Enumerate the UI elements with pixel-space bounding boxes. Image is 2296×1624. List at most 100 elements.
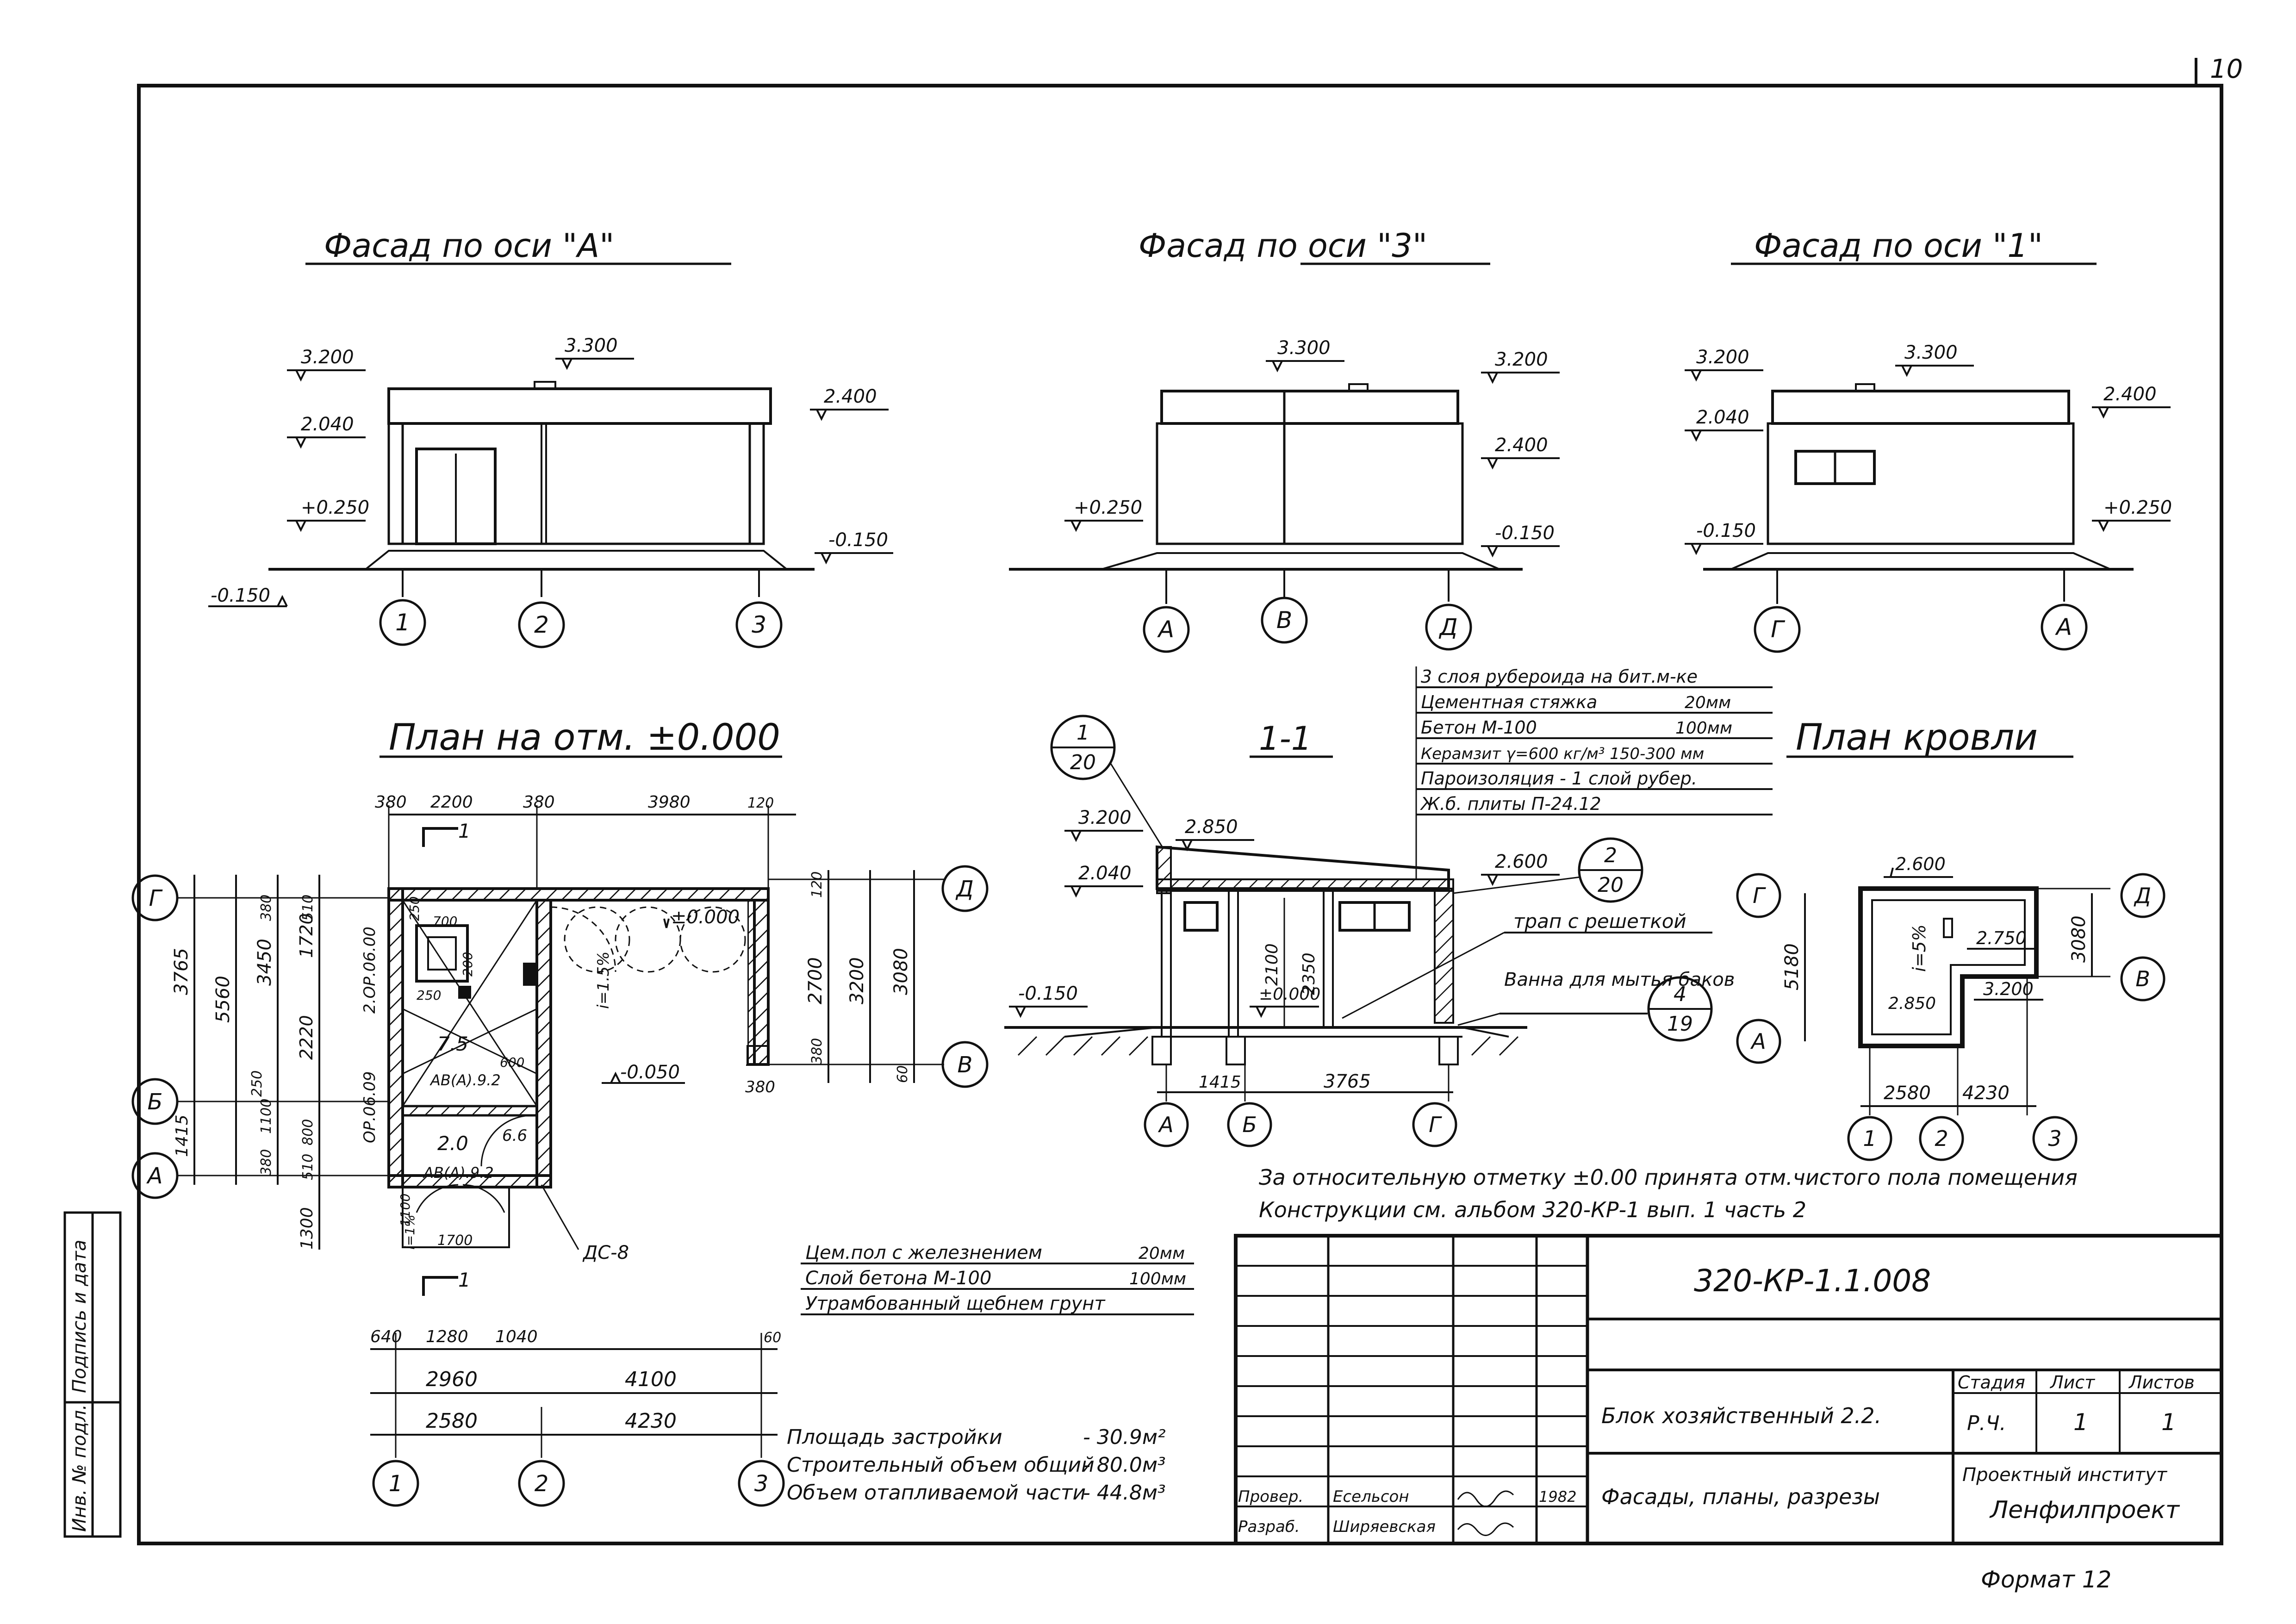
plan-section-mark-top: 1 xyxy=(458,820,471,842)
roof-right-dim: 3080 xyxy=(2068,915,2090,963)
plan-axis-v: В xyxy=(958,1052,973,1078)
stamp-sheet-label: Лист xyxy=(2049,1372,2096,1393)
plan-room-b: 2.0 xyxy=(437,1132,468,1155)
stamp-sheets: 1 xyxy=(2161,1409,2176,1436)
plan-left-dim-10: 510 xyxy=(300,895,316,921)
roof-level-2: 2.750 xyxy=(1976,928,2027,948)
area-2-value: - 80.0м³ xyxy=(1083,1453,1166,1477)
roof-axis-2: 2 xyxy=(1935,1126,1948,1151)
f1-level-6: +0.250 xyxy=(2103,497,2172,518)
fa-level-1: 3.200 xyxy=(301,347,354,368)
plan-dim-1700: 1700 xyxy=(437,1232,473,1249)
fa-level-7: -0.150 xyxy=(211,585,270,606)
roof-bot-dim-2: 4230 xyxy=(1962,1083,2010,1104)
roof-layer-1-name: 3 слоя рубероида на бит.м-ке xyxy=(1421,666,1698,687)
plan-room-a: 7.5 xyxy=(437,1033,468,1055)
f1-level-3: 2.040 xyxy=(1696,407,1749,428)
fa-level-3: 2.040 xyxy=(301,414,354,435)
f3-level-2: 3.200 xyxy=(1495,349,1548,370)
roof-layer-6-name: Ж.б. плиты П-24.12 xyxy=(1420,794,1601,814)
sheet-frame xyxy=(137,84,2223,1545)
plan-right-dim-3: 3200 xyxy=(846,957,868,1004)
side-strip: Подпись и дата Инв. № подл. xyxy=(63,1211,122,1538)
roof-level-3: 2.850 xyxy=(1888,994,1936,1013)
f3-level-4: +0.250 xyxy=(1074,497,1142,518)
roof-axis-a: А xyxy=(1750,1029,1766,1054)
plan-top-dim-5: 120 xyxy=(747,795,774,811)
plan-left-dim-8: 380 xyxy=(258,1149,274,1176)
roof-slope: i=5% xyxy=(1909,924,1929,972)
roof-layer-4-name: Керамзит γ=600 кг/м³ 150-300 мм xyxy=(1421,745,1704,763)
plan-left-dims: 3765 5560 3450 1720 2220 250 1100 380 80… xyxy=(171,875,320,1250)
callout-1-num: 1 xyxy=(1076,721,1089,745)
facade-3-title: Фасад по оси "3" xyxy=(1139,227,1427,265)
callout-2-num: 2 xyxy=(1604,844,1617,867)
plan-right-dim-5: 380 xyxy=(809,1038,825,1064)
callout-1-sheet: 20 xyxy=(1070,751,1096,774)
format-note: Формат 12 xyxy=(1981,1566,2111,1593)
plan-left-dim-6: 250 xyxy=(249,1070,265,1097)
note-drain: трап с решеткой xyxy=(1513,910,1686,933)
plan-dim-200: 200 xyxy=(460,952,475,977)
plan-right-dim-4: 3080 xyxy=(890,948,912,995)
roof-axis-d: Д xyxy=(2134,883,2151,908)
plan-left-dim-9: 800 xyxy=(300,1119,316,1145)
f3-axis-v: В xyxy=(1276,607,1292,634)
roof-axis-g: Г xyxy=(1753,883,1766,908)
plan-door-2: ОР.06.09 xyxy=(361,1071,379,1143)
plan-bot-dim-5: 2960 xyxy=(426,1368,478,1391)
floor-spec-3-name: Утрамбованный щебнем грунт xyxy=(805,1293,1106,1314)
sec-axis-g: Г xyxy=(1429,1112,1442,1137)
area-1-name: Площадь застройки xyxy=(787,1425,1002,1449)
fa-level-6: -0.150 xyxy=(828,529,888,551)
plan-dim-250b: 250 xyxy=(407,896,422,921)
plan-dim-250: 250 xyxy=(417,988,441,1003)
fa-axis-3: 3 xyxy=(752,611,766,638)
plan-left-dim-2: 5560 xyxy=(212,976,234,1023)
plan-left-dim-3: 3450 xyxy=(254,939,275,986)
f3-level-3: 2.400 xyxy=(1495,435,1548,456)
fa-level-5: +0.250 xyxy=(301,497,369,518)
plan-title: План на отм. ±0.000 xyxy=(389,717,780,759)
note-line-1: За относительную отметку ±0.00 принята о… xyxy=(1259,1165,2078,1190)
plan-door-1: 2.ОР.06.00 xyxy=(361,927,379,1014)
f1-level-2: 3.300 xyxy=(1904,342,1958,363)
plan-right-dim-2: 2700 xyxy=(805,957,826,1004)
plan-left-dim-4: 1720 xyxy=(296,913,317,958)
plan-right-dim-7: 380 xyxy=(745,1078,775,1096)
roof-axis-v: В xyxy=(2135,966,2150,991)
sec-level-2: 2.850 xyxy=(1185,816,1238,838)
section-title: 1-1 xyxy=(1259,720,1312,758)
plan-top-dim-3: 380 xyxy=(523,793,555,812)
plan-window-2: АВ(А).9.2 xyxy=(423,1164,494,1182)
roof-plan-title: План кровли xyxy=(1796,717,2038,759)
fa-level-2: 3.300 xyxy=(565,335,618,356)
area-2-name: Строительный объем общий xyxy=(787,1453,1095,1477)
floor-spec-1-value: 20мм xyxy=(1139,1244,1185,1263)
fa-level-4: 2.400 xyxy=(824,386,877,407)
sec-level-5: -0.150 xyxy=(1018,983,1078,1004)
section-1-1: 1-1 1 20 3.200 2.850 xyxy=(1004,666,1773,1147)
plan-slope-left: i=1% xyxy=(402,1214,417,1250)
plan-level-inner: ±0.000 xyxy=(671,907,740,928)
plan-slope-main: i=1.5% xyxy=(594,952,613,1009)
plan-bot-dim-6: 4100 xyxy=(625,1368,677,1391)
plan-axis-a: А xyxy=(146,1163,163,1189)
title-block: 320-КР-1.1.008 Блок хозяйственный 2.2. Ф… xyxy=(1234,1234,2223,1545)
callout-3-num: 4 xyxy=(1674,983,1686,1006)
facade-1-title: Фасад по оси "1" xyxy=(1754,227,2043,265)
side-label-inventory: Инв. № подл. xyxy=(69,1404,90,1532)
area-3-name: Объем отапливаемой части xyxy=(787,1481,1086,1505)
plan-right-dim-1: 120 xyxy=(809,871,825,898)
roof-layer-2-value: 20мм xyxy=(1685,693,1731,712)
callout-2-sheet: 20 xyxy=(1598,873,1624,897)
stamp-stage: Р.Ч. xyxy=(1967,1412,2006,1435)
plan-axis-1: 1 xyxy=(389,1471,403,1497)
stamp-name-2: Ширяевская xyxy=(1333,1518,1436,1536)
sec-inner-dim-1: 2100 xyxy=(1263,943,1282,986)
f3-axis-d: Д xyxy=(1438,614,1457,641)
floor-plan: План на отм. ±0.000 ±0.000 -0. xyxy=(131,717,1194,1507)
roof-level-1: 2.600 xyxy=(1895,854,1946,874)
stamp-code: 320-КР-1.1.008 xyxy=(1694,1263,1931,1299)
